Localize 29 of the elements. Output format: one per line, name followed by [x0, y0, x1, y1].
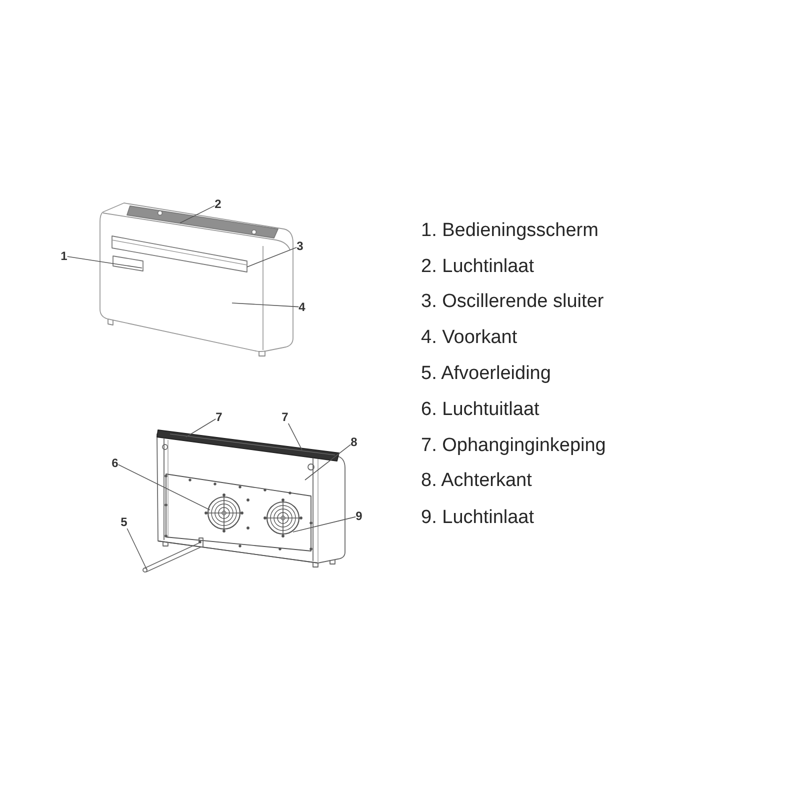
part-list-entry: 3. Oscillerende sluiter [421, 291, 604, 313]
leader-line [288, 423, 302, 450]
part-list-entry: 4. Voorkant [421, 327, 518, 349]
callout-number: 5 [120, 516, 128, 528]
leader-line [232, 302, 300, 308]
leader-line [292, 516, 356, 532]
part-list-entry: 5. Afvoerleiding [421, 363, 551, 385]
leader-line [246, 246, 298, 268]
callout-number: 4 [298, 300, 306, 314]
callout-number: 9 [356, 510, 362, 522]
leader-line [66, 256, 142, 268]
leader-line [180, 205, 216, 224]
callout-number: 3 [296, 240, 304, 252]
leader-line [126, 528, 148, 570]
part-list-entry: 7. Ophanginginkeping [421, 435, 606, 457]
leader-line [304, 444, 352, 480]
leader-line [118, 464, 210, 510]
part-list-entry: 2. Luchtinlaat [421, 256, 534, 278]
part-list-entry: 1. Bedieningsscherm [421, 220, 598, 242]
callout-number: 7 [282, 410, 288, 424]
leader-line [186, 418, 216, 438]
callout-number: 2 [214, 198, 222, 210]
part-list-entry: 9. Luchtinlaat [421, 507, 534, 529]
part-list-entry: 8. Achterkant [421, 470, 532, 492]
part-list-entry: 6. Luchtuitlaat [421, 399, 540, 421]
callout-number: 6 [112, 456, 118, 470]
callout-number: 1 [60, 250, 68, 262]
callout-number: 8 [350, 436, 358, 448]
callout-number: 7 [216, 410, 222, 424]
